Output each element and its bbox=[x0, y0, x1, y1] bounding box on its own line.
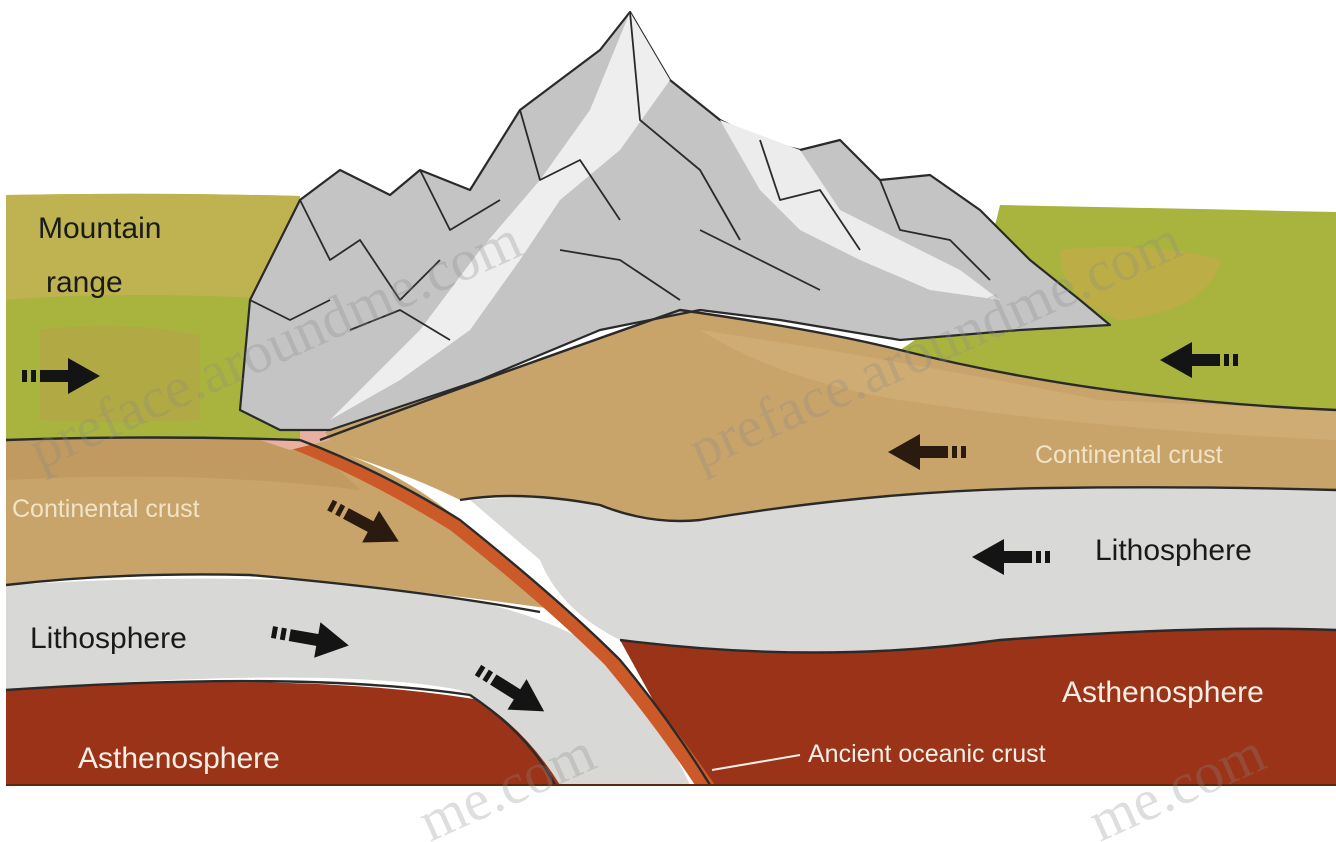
asthenosphere-left-label: Asthenosphere bbox=[78, 742, 280, 775]
asthenosphere-right-label: Asthenosphere bbox=[1062, 676, 1264, 709]
overriding-lithosphere bbox=[470, 487, 1336, 652]
mountain-range-label-line2: range bbox=[46, 266, 123, 299]
ancient-oceanic-crust-label: Ancient oceanic crust bbox=[808, 740, 1046, 768]
continental-crust-left-label: Continental crust bbox=[12, 495, 200, 523]
lithosphere-right-label: Lithosphere bbox=[1095, 534, 1252, 567]
mountain-range-label-line1: Mountain bbox=[38, 212, 161, 245]
continental-crust-right-label: Continental crust bbox=[1035, 441, 1223, 469]
lithosphere-left-label: Lithosphere bbox=[30, 622, 187, 655]
